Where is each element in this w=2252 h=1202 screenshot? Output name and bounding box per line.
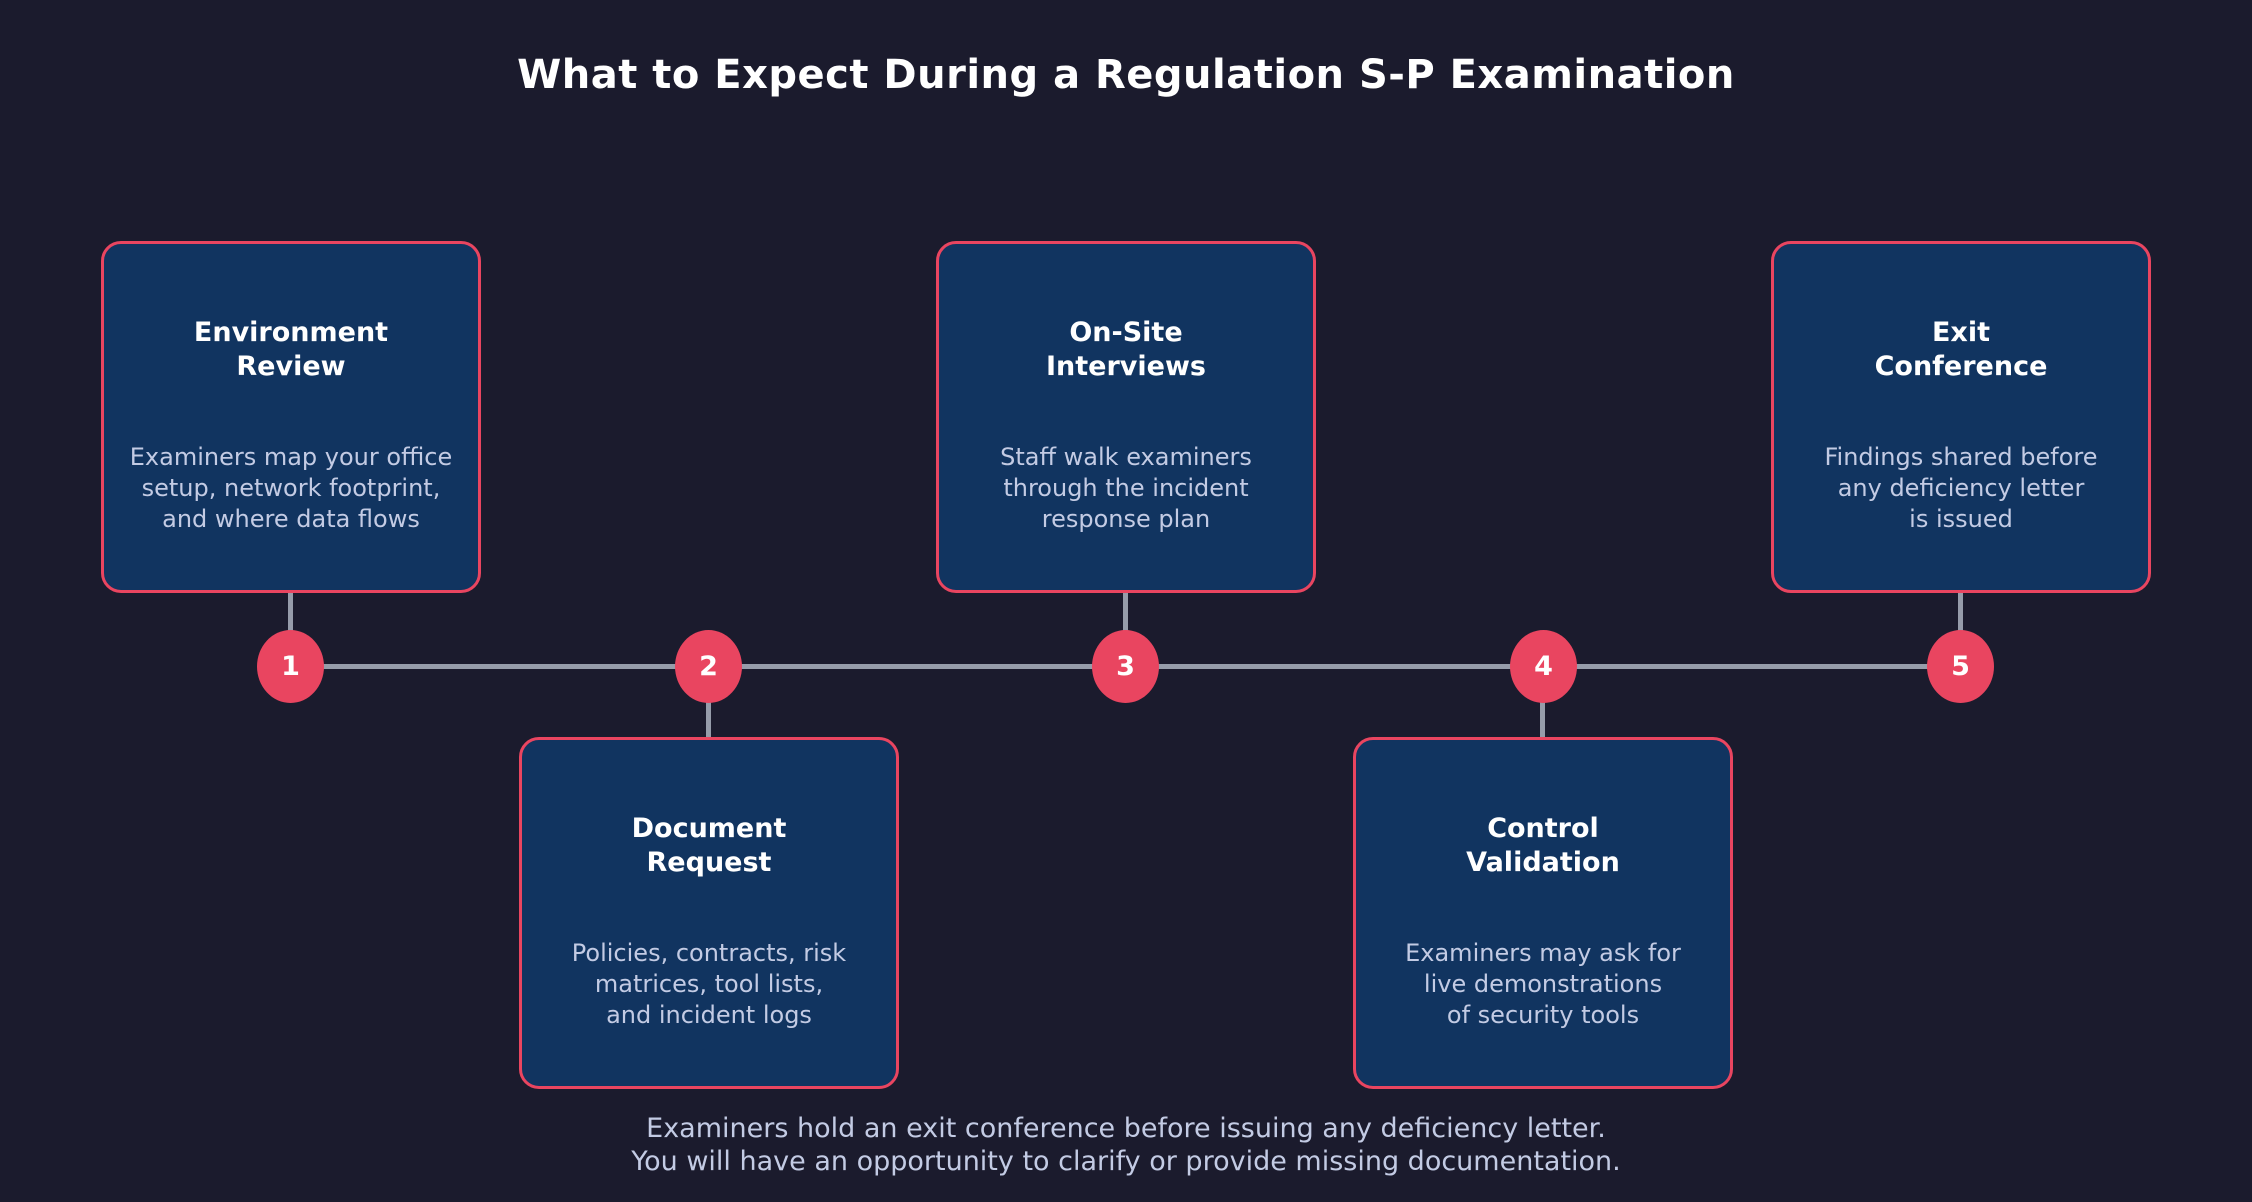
step-number-badge: 3 xyxy=(1092,630,1159,703)
connector-step-1 xyxy=(288,592,293,632)
step-description: Examiners map your office setup, network… xyxy=(129,443,453,533)
step-title: Environment Review xyxy=(193,317,389,382)
connector-step-3 xyxy=(1123,592,1128,632)
connector-step-5 xyxy=(1958,592,1963,632)
footer-note: Examiners hold an exit conference before… xyxy=(631,1113,1621,1177)
step-description: Staff walk examiners through the inciden… xyxy=(1000,443,1252,533)
step-description: Examiners may ask for live demonstration… xyxy=(1405,939,1681,1029)
connector-step-4 xyxy=(1540,702,1545,739)
step-number-badge: 2 xyxy=(675,630,742,703)
step-number-badge: 5 xyxy=(1927,630,1994,703)
step-description: Findings shared before any deficiency le… xyxy=(1824,443,2098,533)
connector-step-2 xyxy=(706,702,711,739)
step-card-control-validation: Control Validation Examiners may ask for… xyxy=(1353,737,1733,1089)
step-number-badge: 4 xyxy=(1510,630,1577,703)
step-title: Control Validation xyxy=(1466,813,1620,878)
step-card-environment-review: Environment Review Examiners map your of… xyxy=(101,241,481,593)
step-description: Policies, contracts, risk matrices, tool… xyxy=(571,939,847,1029)
step-title: Exit Conference xyxy=(1874,317,2048,382)
step-card-document-request: Document Request Policies, contracts, ri… xyxy=(519,737,899,1089)
step-card-exit-conference: Exit Conference Findings shared before a… xyxy=(1771,241,2151,593)
page-title: What to Expect During a Regulation S-P E… xyxy=(517,52,1735,98)
step-title: On-Site Interviews xyxy=(1046,317,1206,382)
step-number-badge: 1 xyxy=(257,630,324,703)
step-card-onsite-interviews: On-Site Interviews Staff walk examiners … xyxy=(936,241,1316,593)
step-title: Document Request xyxy=(631,813,787,878)
